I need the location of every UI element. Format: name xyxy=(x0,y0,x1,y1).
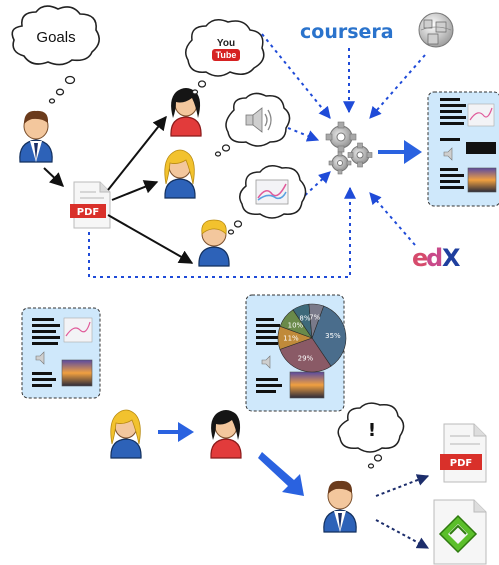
audio-to-gear-line xyxy=(287,127,320,142)
pie-slice xyxy=(279,337,332,373)
youtube-thought-bubble: You Tube xyxy=(185,19,265,95)
pdf-loop-line xyxy=(88,186,356,278)
chart-thought-bubble xyxy=(227,165,307,235)
learner-avatar-chart xyxy=(198,219,230,267)
output-pdf-label: PDF xyxy=(450,458,472,469)
pie-slice-label: 35% xyxy=(325,332,341,340)
audio-thought-bubble xyxy=(214,92,291,157)
youtube-you-text: You xyxy=(217,38,235,49)
learner-avatar-dark-bottom xyxy=(210,410,242,459)
pie-slice-label: 10% xyxy=(288,322,304,330)
speaker-icon xyxy=(245,107,272,133)
pie-slice xyxy=(311,305,347,367)
result-document-top xyxy=(427,91,499,207)
exclamation-thought-bubble: ! xyxy=(337,402,405,469)
processing-gears-icon xyxy=(325,121,373,175)
learner-avatar-audio xyxy=(164,149,196,199)
output-pdf-icon: PDF xyxy=(440,423,487,483)
wikipedia-globe-icon xyxy=(418,12,454,48)
gear-to-doc-arrow xyxy=(378,140,422,164)
learner-avatar-video xyxy=(170,88,202,137)
output-arrows xyxy=(375,474,430,549)
learner-to-pdf-arrow xyxy=(43,167,65,187)
wiki-to-gear-line xyxy=(369,54,426,119)
pdf-distribution-arrows xyxy=(107,115,194,264)
edx-to-gear-line xyxy=(369,192,416,246)
output-epub-icon xyxy=(433,499,487,565)
blonde-to-woman-arrow xyxy=(158,422,194,442)
youtube-tube-text: Tube xyxy=(216,50,237,60)
pdf-label: PDF xyxy=(77,207,99,218)
pie-chart: 35% 29% 11% 10%8%7% xyxy=(277,303,347,373)
goals-text: Goals xyxy=(36,29,75,46)
coursera-logo: coursera xyxy=(300,21,394,43)
pie-slice-label: 11% xyxy=(283,334,299,342)
exclamation-text: ! xyxy=(368,420,376,441)
learner-avatar-man-bottom xyxy=(323,480,357,533)
learner-avatar-top xyxy=(19,110,53,163)
document-card-small xyxy=(21,307,101,399)
edx-x: X xyxy=(442,244,461,272)
pie-slice-label: 7% xyxy=(309,314,320,322)
line-chart-icon xyxy=(255,179,289,205)
pdf-file-icon: PDF xyxy=(70,181,111,229)
goals-thought-bubble: Goals xyxy=(11,5,100,104)
source-connectors xyxy=(88,33,426,278)
learner-avatar-blonde-bottom xyxy=(110,409,142,459)
woman-to-man-arrow xyxy=(258,452,304,496)
pie-slice-label: 8% xyxy=(299,315,310,323)
edx-logo: e d X xyxy=(412,244,461,272)
edx-d: d xyxy=(426,244,443,272)
pie-slice-label: 29% xyxy=(298,355,314,363)
pie-slice xyxy=(308,303,325,339)
edx-e: e xyxy=(412,244,428,272)
